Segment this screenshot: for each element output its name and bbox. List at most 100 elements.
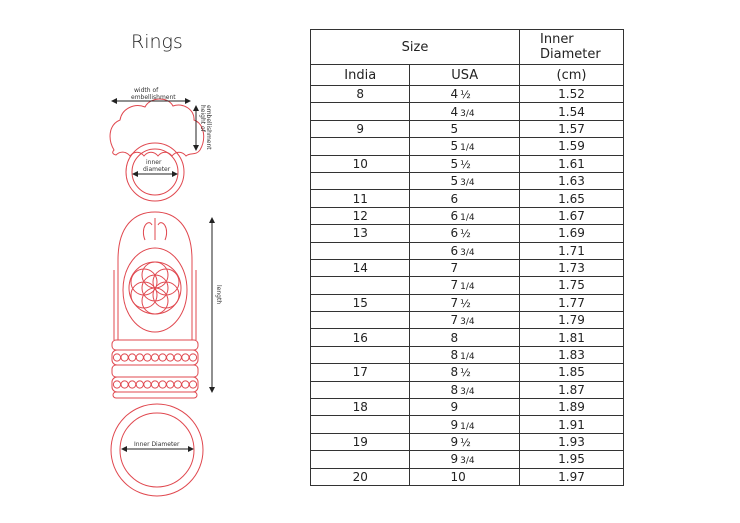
usa-whole: 6 [450,243,459,258]
usa-fraction: ½ [460,436,471,449]
inner-diameter-value: 1.83 [519,345,624,365]
embellished-ring-diagram [109,98,205,202]
inner-diameter-value: 1.85 [519,363,624,382]
inner-diameter-label: Inner Diameter [134,441,180,448]
inner-diameter-value: 1.57 [519,119,624,139]
india-size: 13 [309,224,411,243]
usa-whole: 6 [450,226,459,241]
india-size: 18 [309,398,411,417]
usa-fraction: 3/4 [460,178,475,189]
india-size: 19 [309,432,411,452]
inner-diameter-value: 1.69 [519,224,624,243]
usa-fraction: ½ [460,88,471,102]
table-row: 18 9 1.89 [309,398,624,417]
usa-fraction: 1/4 [460,143,475,154]
india-size [309,137,411,156]
usa-fraction: ½ [460,157,471,171]
india-size: 11 [309,189,411,208]
usa-whole: 8 [450,348,459,363]
width-label-2: embellishment [131,94,176,101]
usa-fraction: 3/4 [460,456,475,467]
bead [181,353,190,362]
bead [173,380,182,389]
header-id-line2: Diameter [540,47,601,62]
width-label-1: width of [134,87,159,94]
inner-diameter-value: 1.73 [519,258,624,278]
usa-size: 10 [409,467,520,486]
inner-diameter-value: 1.67 [519,206,624,226]
usa-fraction: 1/4 [460,352,475,363]
usa-fraction: ½ [460,296,471,310]
inner-diameter-value: 1.89 [519,398,624,417]
bead [166,353,175,362]
bead [166,380,175,389]
usa-whole: 6 [450,208,459,223]
usa-whole: 9 [450,417,459,432]
usa-size: 7 [409,258,520,278]
usa-size: 6 [409,189,520,208]
table-row: 14 7 1.73 [309,258,624,278]
inner-diameter-value: 1.71 [519,241,624,260]
usa-whole: 5 [450,121,459,136]
length-label: length [215,285,222,304]
usa-whole: 7 [450,278,459,293]
bead [158,380,167,389]
usa-size: 9 [409,398,520,417]
bead [173,353,182,362]
bead [135,380,144,389]
inner-diameter-value: 1.97 [519,467,624,486]
bead [128,353,137,362]
inner-label-2: diameter [143,166,171,173]
usa-fraction: 1/4 [460,421,475,432]
india-size: 14 [309,258,411,278]
usa-whole: 4 [450,87,459,102]
inner-diameter-value: 1.87 [519,380,624,400]
inner-diameter-value: 1.75 [519,276,624,295]
usa-whole: 6 [450,191,459,206]
india-size: 20 [309,467,411,486]
inner-diameter-value: 1.52 [519,84,624,104]
india-size [309,345,411,365]
usa-whole: 9 [450,452,459,467]
inner-diameter-value: 1.61 [519,154,624,173]
usa-whole: 8 [450,330,459,345]
usa-whole: 7 [450,295,459,310]
bead [120,353,129,362]
india-size [309,311,411,330]
usa-whole: 5 [450,174,459,189]
india-size: 8 [309,84,411,104]
bead [120,380,129,389]
bead [143,353,152,362]
inner-diameter-value: 1.95 [519,450,624,469]
india-size: 10 [309,154,411,173]
bead [143,380,152,389]
india-size [309,241,411,260]
usa-fraction: 3/4 [460,386,475,397]
india-size [309,380,411,400]
india-size [309,450,411,469]
india-size: 17 [309,363,411,382]
inner-diameter-value: 1.93 [519,432,624,452]
inner-diameter-value: 1.54 [519,102,624,121]
header-id-line1: Inner [540,32,574,47]
india-size [309,415,411,434]
